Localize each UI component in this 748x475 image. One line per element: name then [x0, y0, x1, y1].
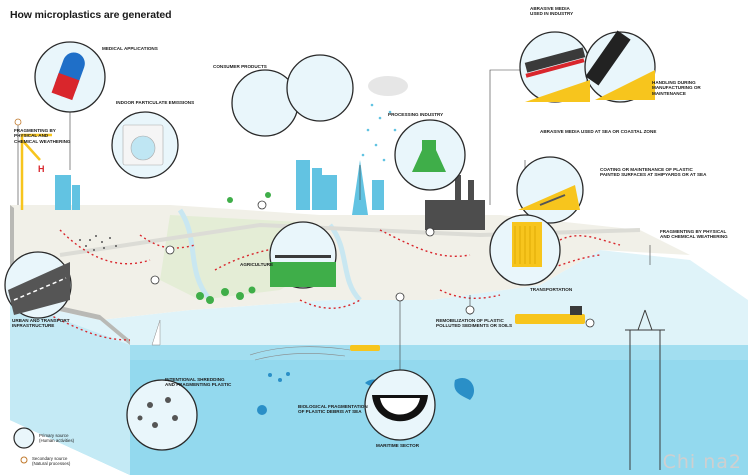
label-consumer: CONSUMER PRODUCTS — [213, 64, 267, 69]
label-shredding: INTENTIONAL SHREDDING AND FRAGMENTING PL… — [165, 377, 232, 388]
circle-abrasive-belt — [524, 47, 590, 102]
label-indoor: INDOOR PARTICULATE EMISSIONS — [116, 100, 195, 105]
source-markers — [14, 118, 595, 328]
circle-processing-flask — [412, 140, 446, 172]
sea-depth-stripe — [130, 345, 748, 360]
legend-primary: Primary source (Human activities) — [39, 433, 75, 444]
pointer-lines — [17, 69, 651, 400]
label-abrasive-industry: ABRASIVE MEDIA USED IN INDUSTRY — [530, 6, 574, 17]
waste-dump — [79, 235, 117, 251]
circle-consumer-kitchen — [286, 54, 354, 122]
label-fragmenting-left: FRAGMENTING BY PHYSICAL AND CHEMICAL WEA… — [14, 128, 71, 144]
river — [177, 208, 362, 302]
label-processing: PROCESSING INDUSTRY — [388, 112, 444, 117]
circle-medical-pill — [51, 52, 85, 101]
circle-transportation-container — [512, 222, 542, 267]
cloud — [368, 76, 408, 96]
hospital-sign: H — [38, 164, 45, 174]
city-buildings — [55, 160, 384, 215]
label-fragmenting-right: FRAGMENTING BY PHYSICAL AND CHEMICAL WEA… — [660, 229, 728, 240]
label-urban: URBAN AND TRANSPORT INFRASTRUCTURE — [12, 318, 70, 329]
label-transportation: TRANSPORTATION — [530, 287, 573, 292]
legend-secondary: Secondary source (Natural processes) — [32, 456, 71, 467]
circle-agriculture-sprinkler — [270, 255, 336, 287]
label-biological: BIOLOGICAL FRAGMENTATION of plastic debr… — [298, 404, 368, 415]
legend-primary-symbol — [13, 427, 35, 449]
road — [59, 222, 641, 257]
rain-drops — [361, 103, 402, 162]
legend-secondary-symbol — [20, 456, 28, 464]
factory — [425, 175, 485, 230]
label-coating: COATING OR MAINTENANCE OF PLASTIC PAINTE… — [600, 167, 707, 178]
oil-rig — [625, 309, 665, 470]
circle-maritime-hull — [372, 395, 428, 422]
circle-coating-spray — [518, 185, 580, 210]
page-title: How microplastics are generated — [10, 9, 172, 21]
label-agriculture: AGRICULTURE — [240, 262, 274, 267]
ships — [151, 306, 585, 351]
circle-shredding — [126, 379, 198, 451]
label-remobilization: REMOBILIZATION OF PLASTIC POLLUTED SEDIM… — [436, 318, 513, 329]
circle-handling-tool — [585, 30, 655, 100]
label-handling: HANDLING DURING MANUFACTURING OR MAINTEN… — [652, 80, 701, 96]
label-abrasive-sea: ABRASIVE MEDIA USED AT SEA OR COASTAL ZO… — [540, 129, 657, 134]
circle-urban-road — [8, 262, 70, 315]
label-medical: MEDICAL APPLICATIONS — [102, 46, 158, 51]
cliff-edge — [10, 205, 130, 345]
trees — [196, 192, 271, 304]
label-maritime: MARITIME SECTOR — [376, 443, 420, 448]
sea-left-face — [10, 300, 130, 475]
crane — [20, 133, 52, 210]
circle-indoor-washer — [122, 124, 164, 166]
watermark: Chi na2 — [662, 451, 742, 473]
circle-shredding-particles — [137, 397, 178, 428]
fishing-net — [249, 346, 351, 361]
microplastic-flows — [39, 229, 621, 341]
